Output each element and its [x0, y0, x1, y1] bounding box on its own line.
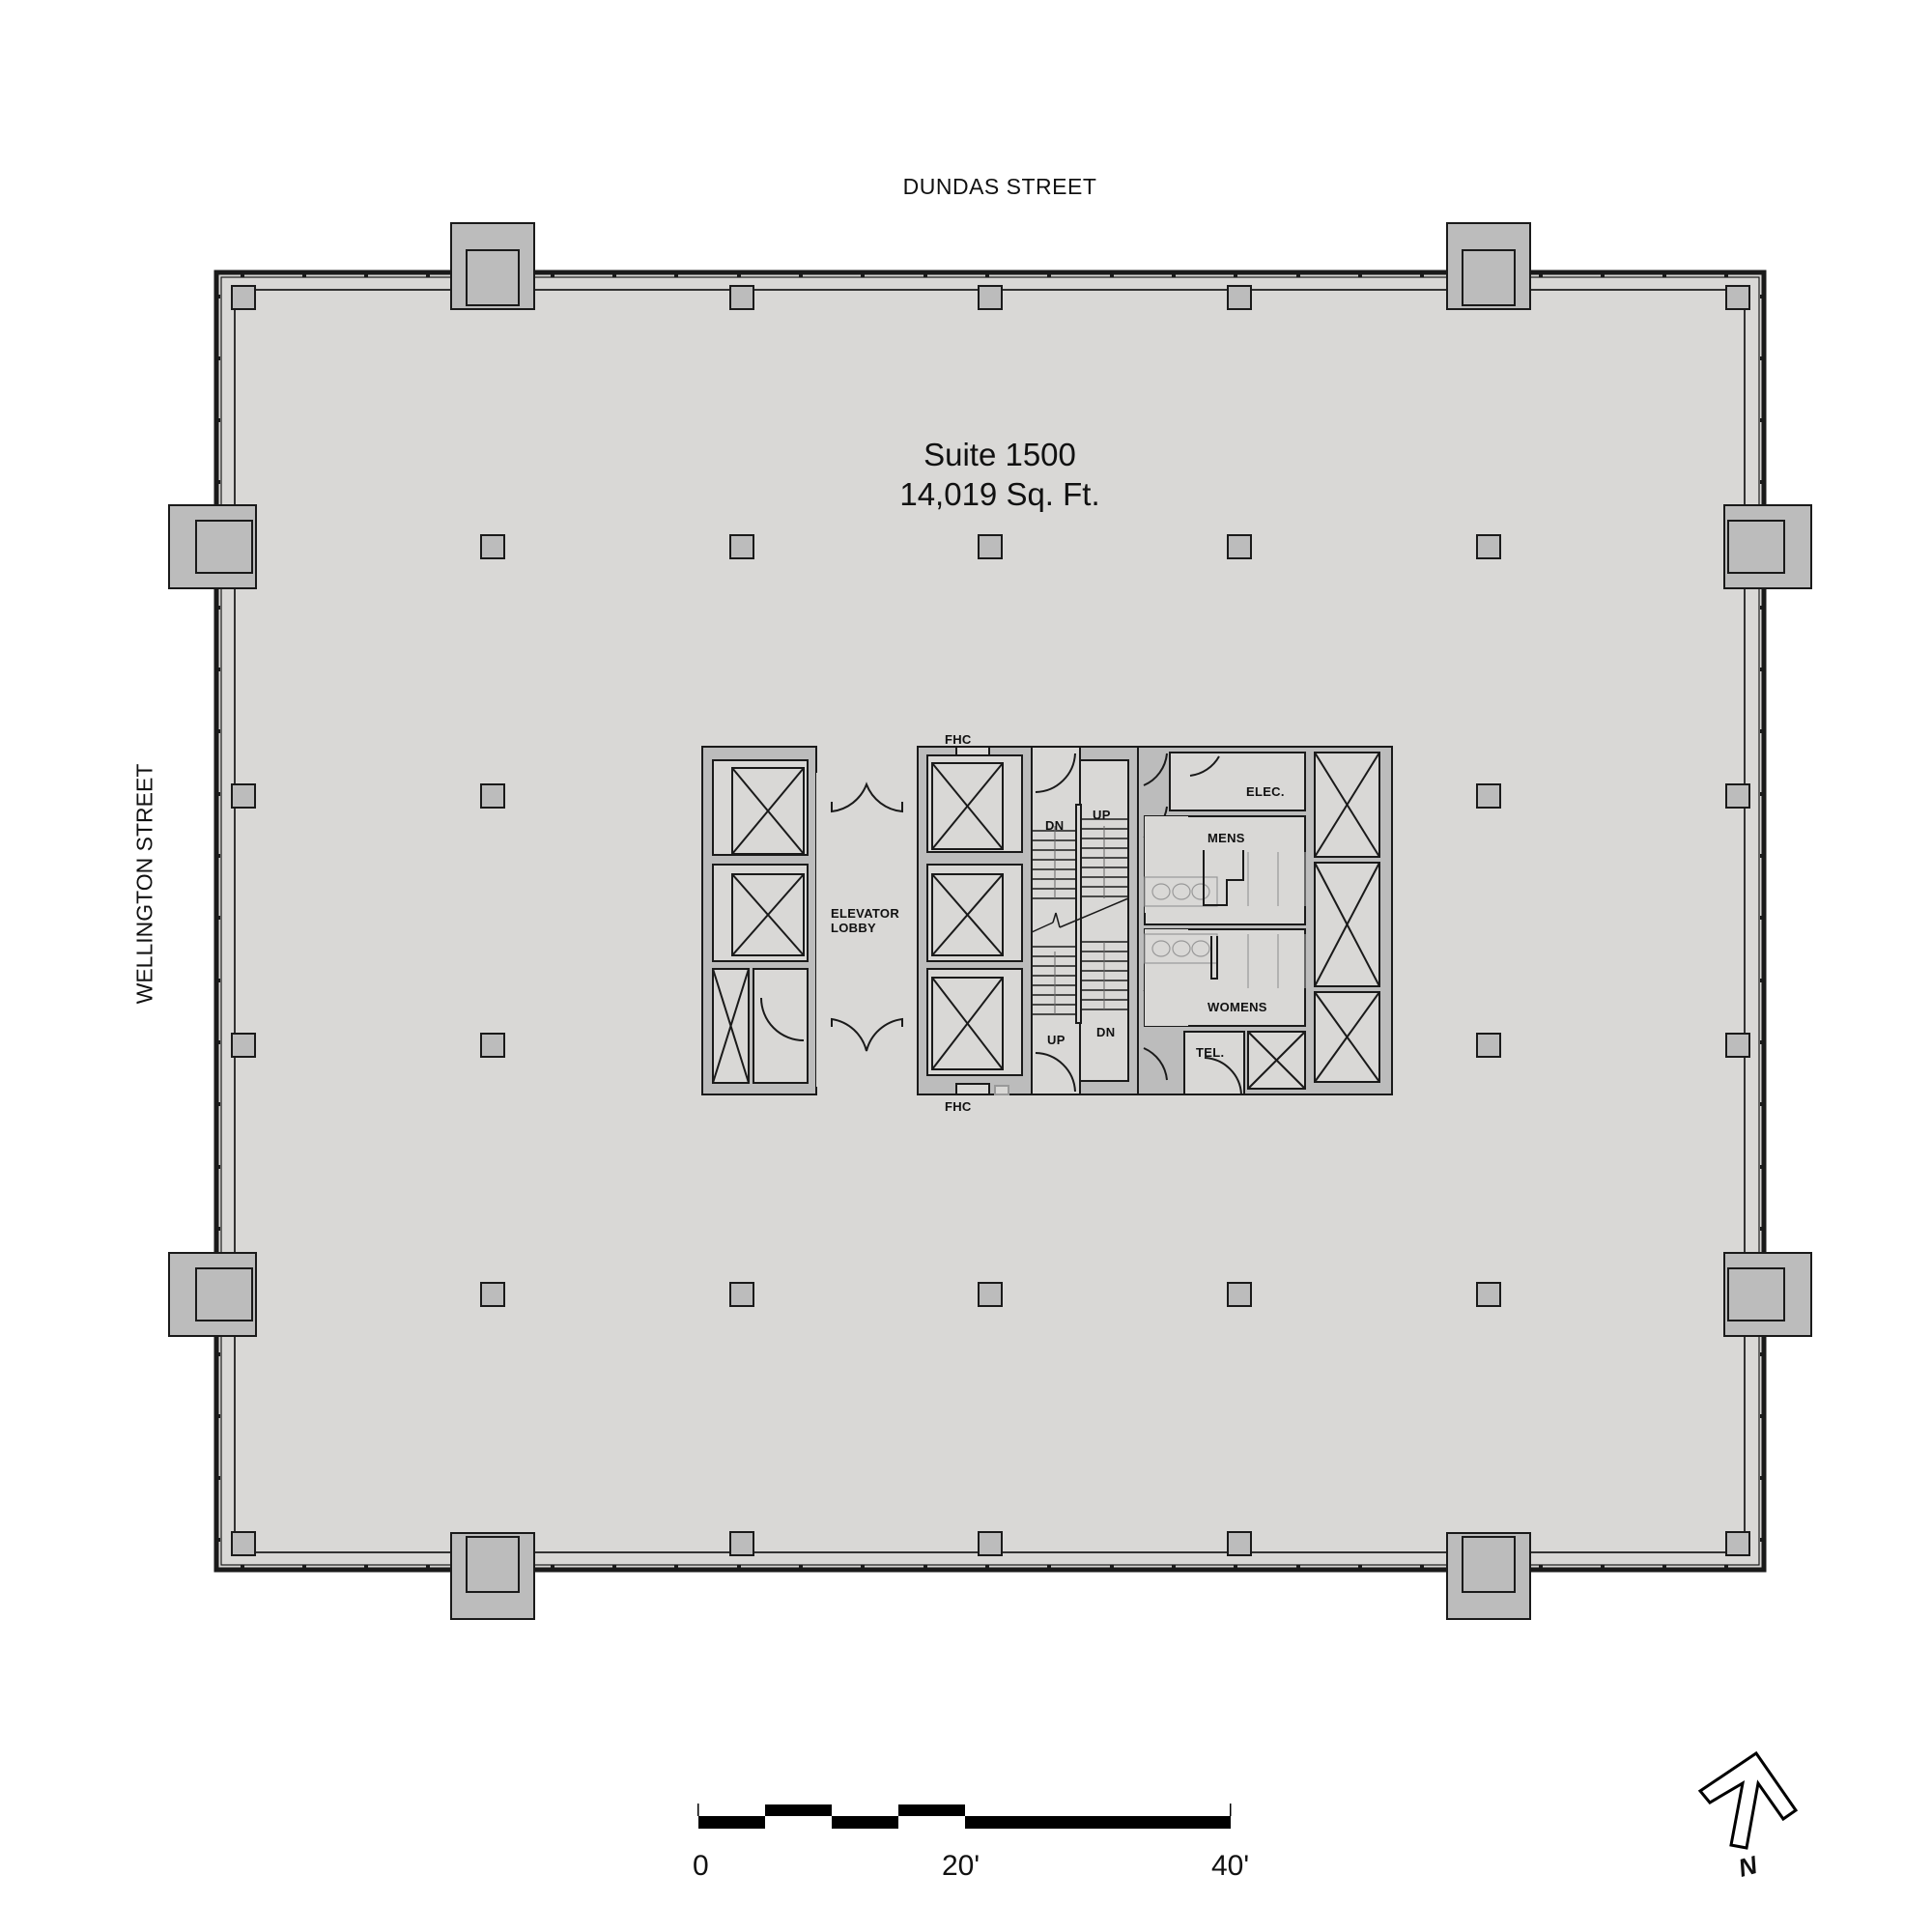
stair-up-label-top: UP — [1093, 808, 1111, 822]
street-label-north: DUNDAS STREET — [902, 174, 1097, 199]
stair-dn-label-top: DN — [1045, 818, 1065, 833]
perimeter-pilasters — [168, 222, 1812, 1620]
north-arrow-icon — [1697, 1750, 1799, 1850]
scale-label-40: 40' — [1211, 1850, 1250, 1882]
electrical-room-label: ELEC. — [1246, 784, 1285, 799]
scale-label-20: 20' — [942, 1850, 980, 1882]
window-mullions — [214, 271, 1766, 1571]
scale-bar-graphic — [697, 1804, 1232, 1829]
womens-washroom-label: WOMENS — [1208, 1000, 1267, 1014]
telephone-room-label: TEL. — [1196, 1045, 1225, 1060]
stair-up-label-bottom: UP — [1047, 1033, 1065, 1047]
scale-label-0: 0 — [693, 1850, 709, 1882]
elevator-lobby-label-line1: ELEVATOR — [831, 906, 900, 921]
street-label-west: WELLINGTON STREET — [131, 763, 157, 1005]
stair-dn-label-bottom: DN — [1096, 1025, 1116, 1039]
fhc-label-top: FHC — [945, 732, 972, 747]
building-core — [701, 746, 1393, 1095]
structural-columns — [231, 285, 1750, 1556]
elevator-lobby-label-line2: LOBBY — [831, 921, 876, 935]
suite-name: Suite 1500 — [923, 437, 1076, 472]
suite-area: 14,019 Sq. Ft. — [899, 476, 1100, 512]
mens-washroom-label: MENS — [1208, 831, 1245, 845]
fhc-label-bottom: FHC — [945, 1099, 972, 1114]
